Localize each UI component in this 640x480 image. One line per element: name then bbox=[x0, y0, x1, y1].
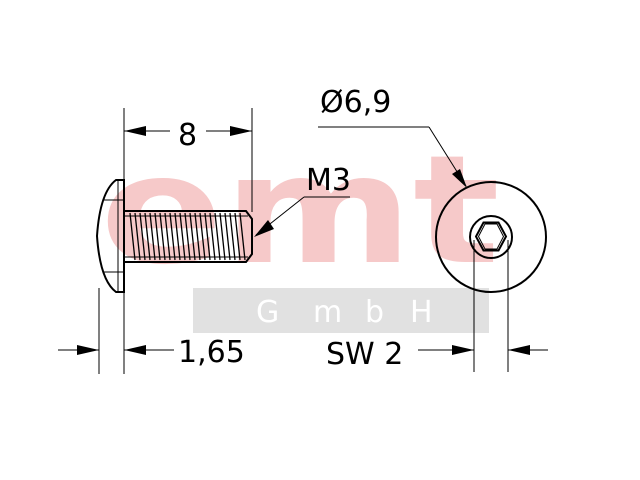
length-label: 8 bbox=[178, 118, 197, 153]
watermark-letter-b: b bbox=[365, 295, 384, 330]
thread-line bbox=[139, 212, 146, 261]
diameter-leader: Ø6,9 bbox=[318, 85, 467, 188]
thread-line bbox=[184, 212, 191, 261]
screw-head-outline bbox=[95, 179, 125, 293]
thread-line bbox=[129, 212, 136, 261]
thread-line bbox=[164, 212, 171, 261]
watermark-letter-m: m bbox=[313, 295, 342, 330]
thread-line bbox=[144, 212, 151, 261]
hex-socket bbox=[474, 221, 508, 252]
thread-line bbox=[194, 212, 201, 261]
thread-line bbox=[179, 212, 186, 261]
thread-leader: M3 bbox=[254, 163, 351, 237]
watermark-letter-g: G bbox=[256, 295, 279, 330]
thread-line bbox=[154, 212, 161, 261]
thread-line bbox=[219, 212, 226, 261]
head-outer-circle bbox=[435, 181, 547, 293]
diameter-label: Ø6,9 bbox=[320, 85, 391, 120]
thread-line bbox=[159, 212, 166, 261]
thread-label: M3 bbox=[306, 163, 351, 198]
socket-size-dimension: SW 2 bbox=[326, 337, 548, 372]
thread-line bbox=[234, 212, 241, 261]
thread-line bbox=[169, 212, 176, 261]
screw-side-view bbox=[95, 179, 253, 293]
socket-circle bbox=[469, 215, 513, 259]
socket-size-label: SW 2 bbox=[326, 337, 403, 372]
thread-line bbox=[229, 212, 236, 261]
head-height-label: 1,65 bbox=[178, 335, 245, 370]
thread-line bbox=[134, 212, 141, 261]
thread-line bbox=[239, 212, 246, 261]
thread-line bbox=[189, 212, 196, 261]
thread-line bbox=[174, 212, 181, 261]
thread-line bbox=[204, 212, 211, 261]
thread-line bbox=[149, 212, 156, 261]
head-height-dimension: 1,65 bbox=[58, 335, 245, 370]
screw-threads bbox=[129, 212, 246, 261]
thread-line bbox=[209, 212, 216, 261]
screw-front-view bbox=[435, 181, 547, 293]
watermark-band bbox=[193, 288, 489, 333]
thread-line bbox=[199, 212, 206, 261]
thread-line bbox=[214, 212, 221, 261]
screw-shank-outline bbox=[124, 210, 253, 263]
watermark-letter-h: H bbox=[410, 295, 433, 330]
watermark: emt G m b H bbox=[100, 124, 500, 333]
length-dimension: 8 bbox=[124, 118, 252, 153]
thread-line bbox=[224, 212, 231, 261]
